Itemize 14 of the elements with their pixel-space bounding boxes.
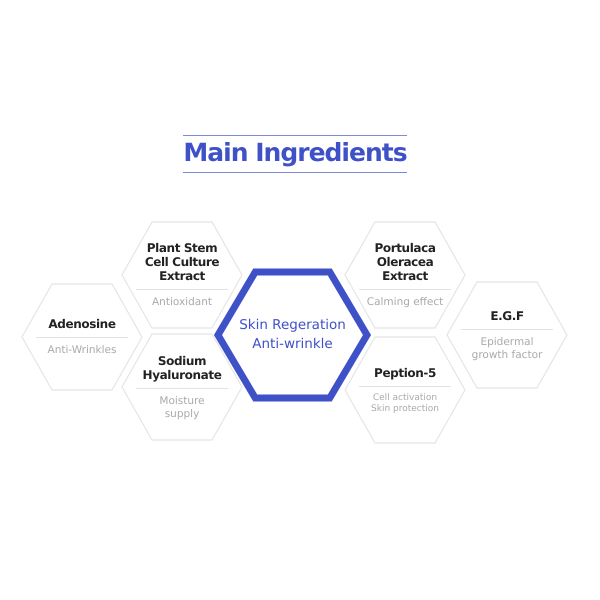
ingredient-description: Epidermal growth factor bbox=[470, 336, 544, 362]
ingredient-name: Plant Stem Cell Culture Extract bbox=[144, 241, 220, 283]
ingredient-name: Adenosine bbox=[48, 317, 116, 331]
ingredient-name: Peption-5 bbox=[374, 366, 436, 380]
ingredient-name: Portulaca Oleracea Extract bbox=[373, 241, 437, 283]
ingredient-description: Cell activation Skin protection bbox=[370, 392, 440, 414]
center-label: Skin Regeration Anti-wrinkle bbox=[238, 316, 347, 354]
ingredient-description: Anti-Wrinkles bbox=[46, 344, 118, 357]
ingredient-name: Sodium Hyaluronate bbox=[142, 354, 222, 382]
ingredient-name: E.G.F bbox=[490, 308, 524, 322]
ingredient-description: Antioxidant bbox=[151, 296, 213, 309]
ingredient-description: Calming effect bbox=[366, 296, 444, 309]
ingredient-description: Moisture supply bbox=[158, 394, 206, 420]
title: Main Ingredients bbox=[183, 135, 407, 173]
